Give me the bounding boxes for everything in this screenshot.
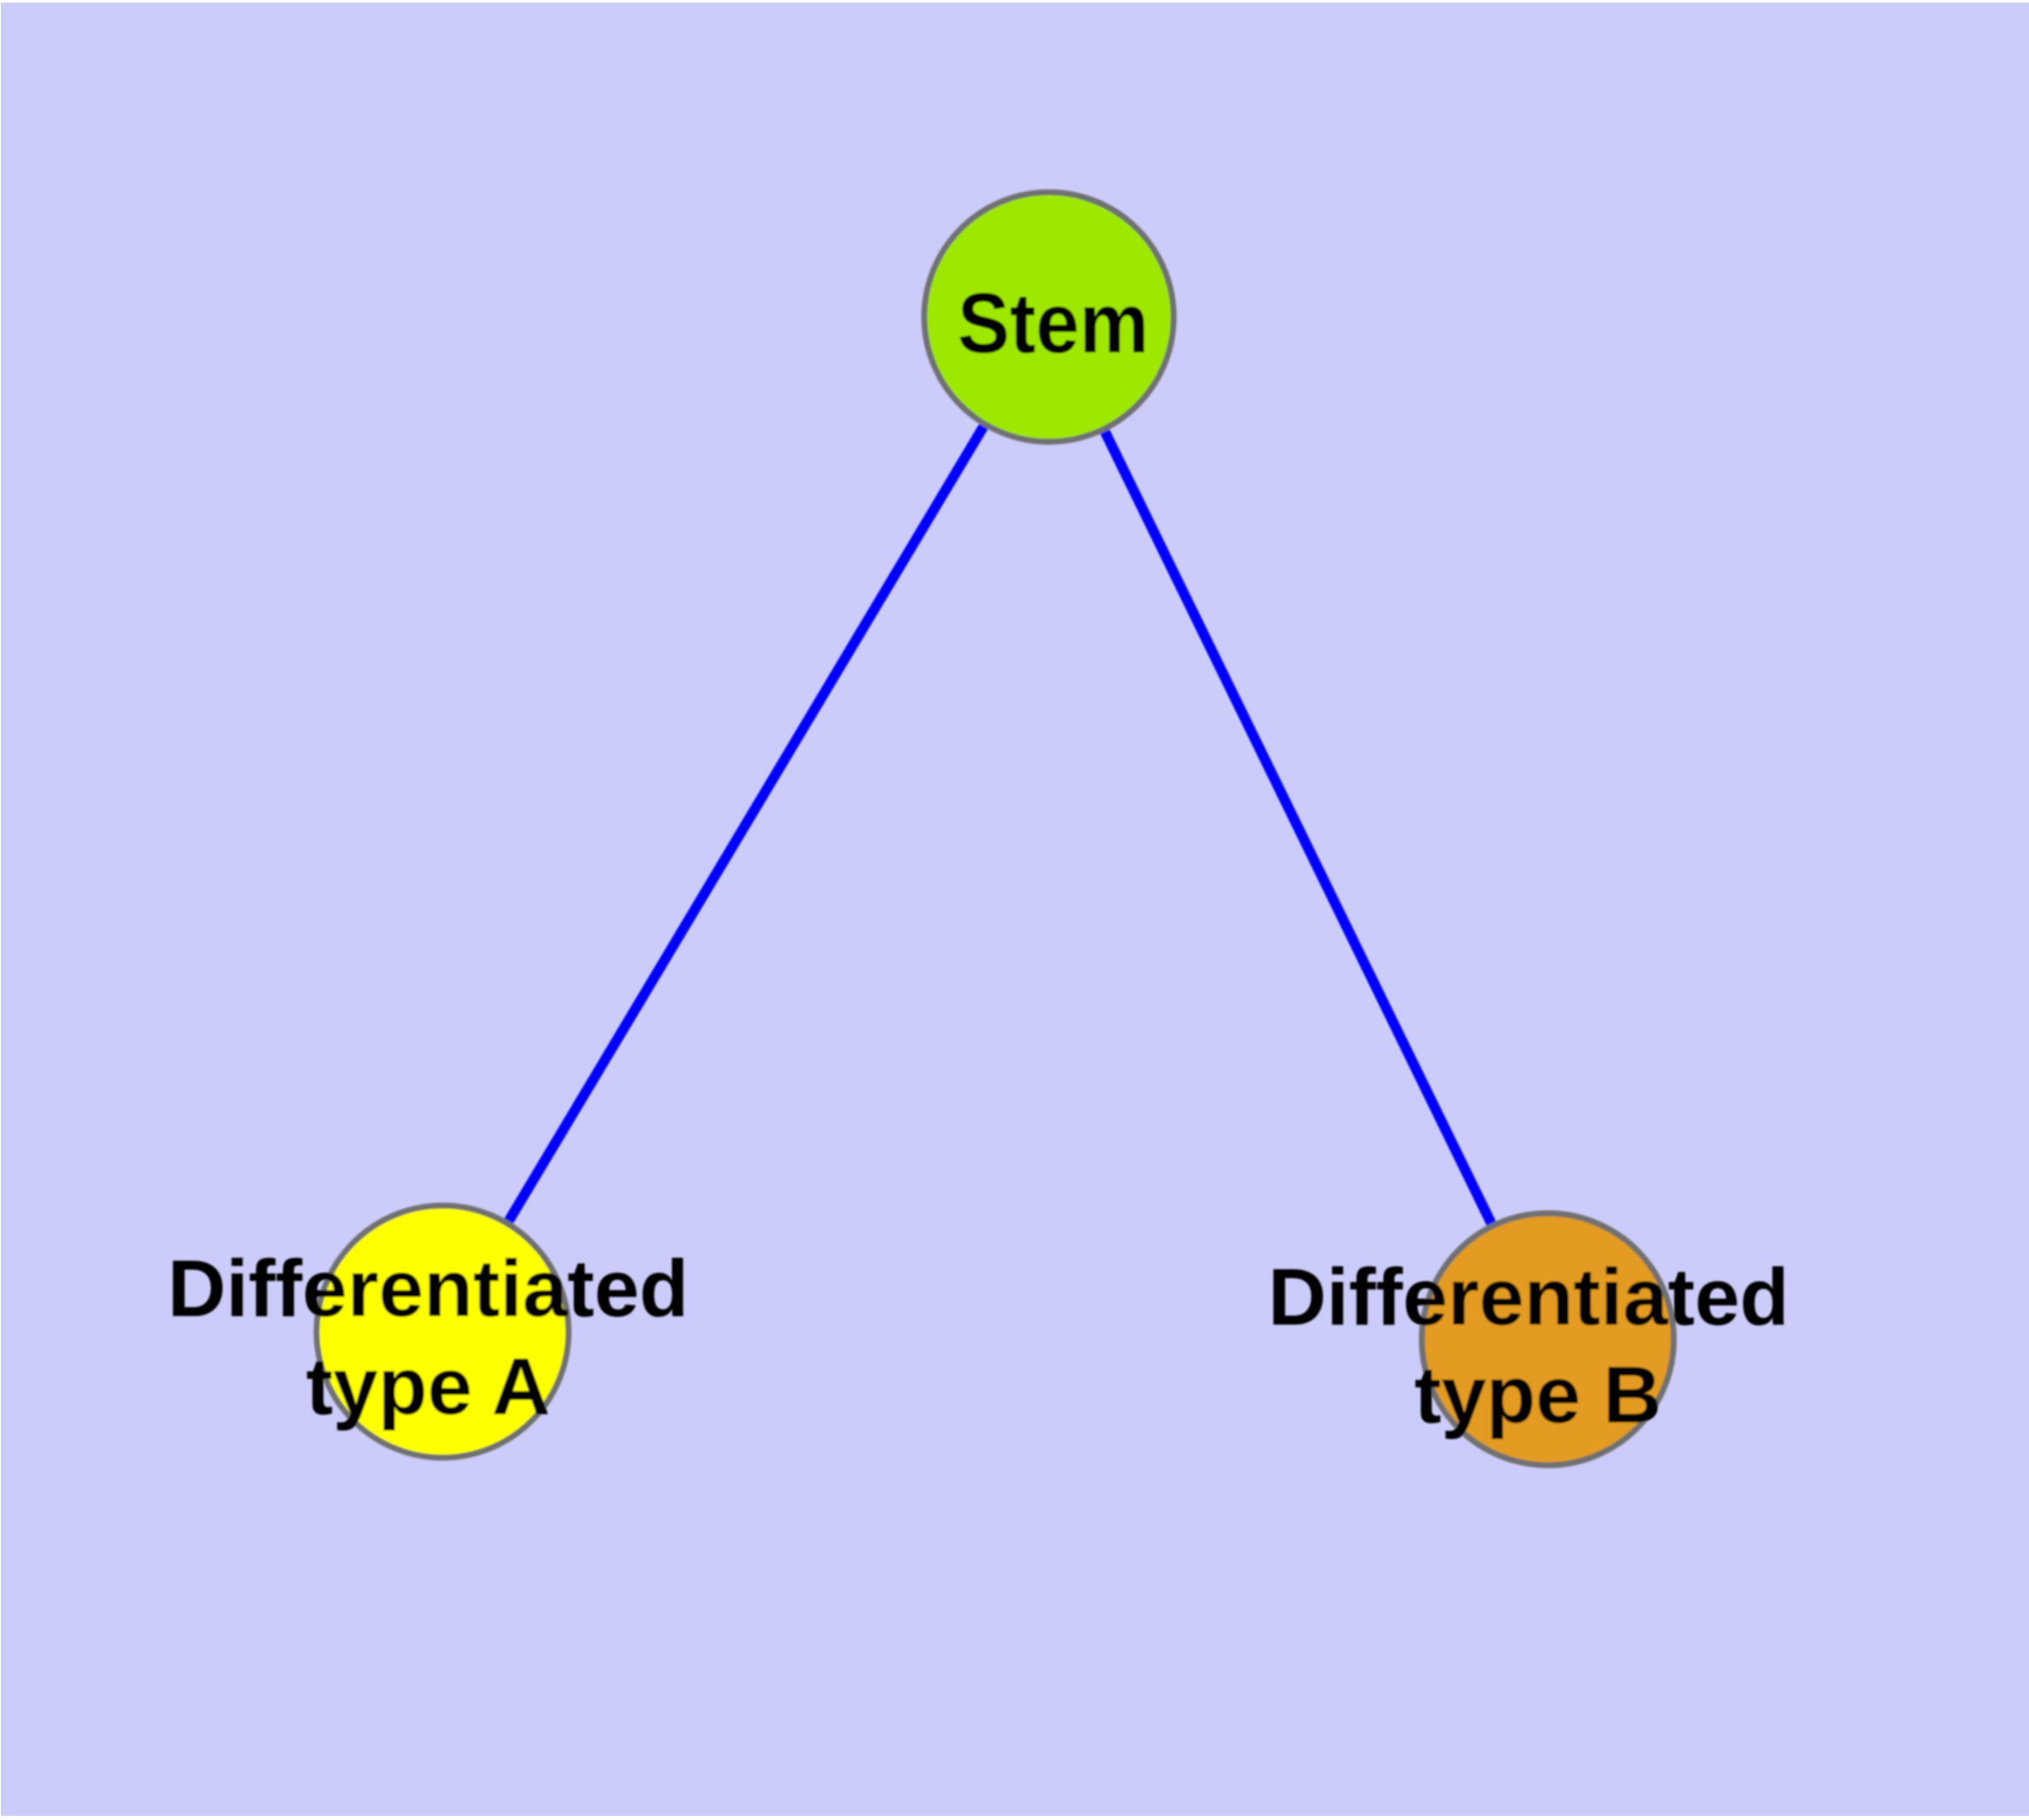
svg-text:Stem: Stem bbox=[957, 276, 1149, 370]
svg-text:Differentiated: Differentiated bbox=[168, 1244, 689, 1334]
svg-text:type B: type B bbox=[1415, 1350, 1661, 1440]
svg-text:Differentiated: Differentiated bbox=[1268, 1252, 1789, 1342]
svg-text:type A: type A bbox=[306, 1342, 551, 1432]
